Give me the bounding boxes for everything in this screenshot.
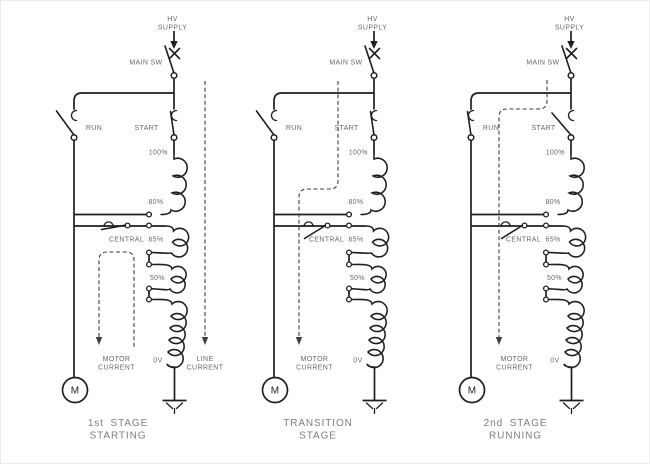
supply-label: SUPPLY [358,25,387,32]
hv-label: HV [167,16,177,23]
tap-50-label: 50% [547,275,562,282]
main-sw-label: MAIN SW [129,60,162,67]
line-current-arrow-icon [201,337,209,345]
motor-current-label-2: CURRENT [496,365,533,372]
hv-label: HV [367,16,377,23]
start-label: START [531,125,555,132]
tap-0-label: 0V [353,358,362,365]
motor-current-flow-path [298,81,339,337]
central-blade-open [303,224,327,240]
stage-caption-line1: TRANSITION [283,418,353,429]
main-sw-label: MAIN SW [526,60,559,67]
main-sw-label: MAIN SW [329,60,362,67]
stage-caption-line2: STARTING [90,431,147,442]
motor-letter: M [71,386,80,397]
start-label: START [334,125,358,132]
line-current-label-1: LINE [197,356,214,363]
motor-letter: M [271,386,280,397]
tap-0-label: 0V [550,358,559,365]
start-blade-open [551,112,572,136]
motor-current-label-2: CURRENT [98,365,135,372]
motor-letter: M [468,386,477,397]
tap-80-label: 80% [348,199,363,206]
central-blade-open [500,224,524,240]
start-blade-closed [169,110,175,136]
run-blade-open [255,110,275,136]
hv-label: HV [564,16,574,23]
tap-100-label: 100% [546,150,565,157]
tap-0-label: 0V [153,358,162,365]
stage-caption-line1: 1st STAGE [88,418,148,429]
motor-current-arrow-icon [295,337,303,345]
central-label: CENTRAL [309,237,344,244]
stage-caption-line2: STAGE [299,431,337,442]
motor-current-label-1: MOTOR [103,356,131,363]
tap-50-label: 50% [350,275,365,282]
tap-50-label: 50% [150,275,165,282]
tap-80-label: 80% [545,199,560,206]
supply-label: SUPPLY [555,25,584,32]
central-blade-closed [100,224,127,231]
motor-current-arrow-icon [95,337,103,345]
diagram-transition-stage: HV SUPPLY MAIN SW RUN START 100% 80% CEN… [255,16,390,442]
run-label: RUN [286,125,302,132]
stage-caption-line2: RUNNING [489,431,542,442]
tap-100-label: 100% [149,150,168,157]
start-blade-closed [369,110,375,136]
tap-65-label: 65% [545,237,560,244]
motor-current-label-1: MOTOR [301,356,329,363]
supply-label: SUPPLY [158,25,187,32]
motor-current-flow-path [498,80,548,337]
diagram-1st-stage: HV SUPPLY MAIN SW RUN START 100% 80% CEN… [55,16,224,442]
motor-current-arrow-icon [495,337,503,345]
tap-100-label: 100% [349,150,368,157]
line-current-label-2: CURRENT [187,365,224,372]
run-label: RUN [86,125,102,132]
run-blade-closed [466,110,472,136]
motor-current-label-1: MOTOR [501,356,529,363]
central-label: CENTRAL [506,237,541,244]
diagram-2nd-stage: HV SUPPLY MAIN SW RUN START 100% 80% CEN… [458,16,587,442]
start-label: START [134,125,158,132]
run-label: RUN [483,125,499,132]
tap-80-label: 80% [148,199,163,206]
run-blade-open [55,110,75,136]
tap-65-label: 65% [148,237,163,244]
motor-current-label-2: CURRENT [296,365,333,372]
tap-65-label: 65% [348,237,363,244]
central-label: CENTRAL [109,237,144,244]
stage-caption-line1: 2nd STAGE [484,418,548,429]
motor-current-flow-path [98,251,135,349]
